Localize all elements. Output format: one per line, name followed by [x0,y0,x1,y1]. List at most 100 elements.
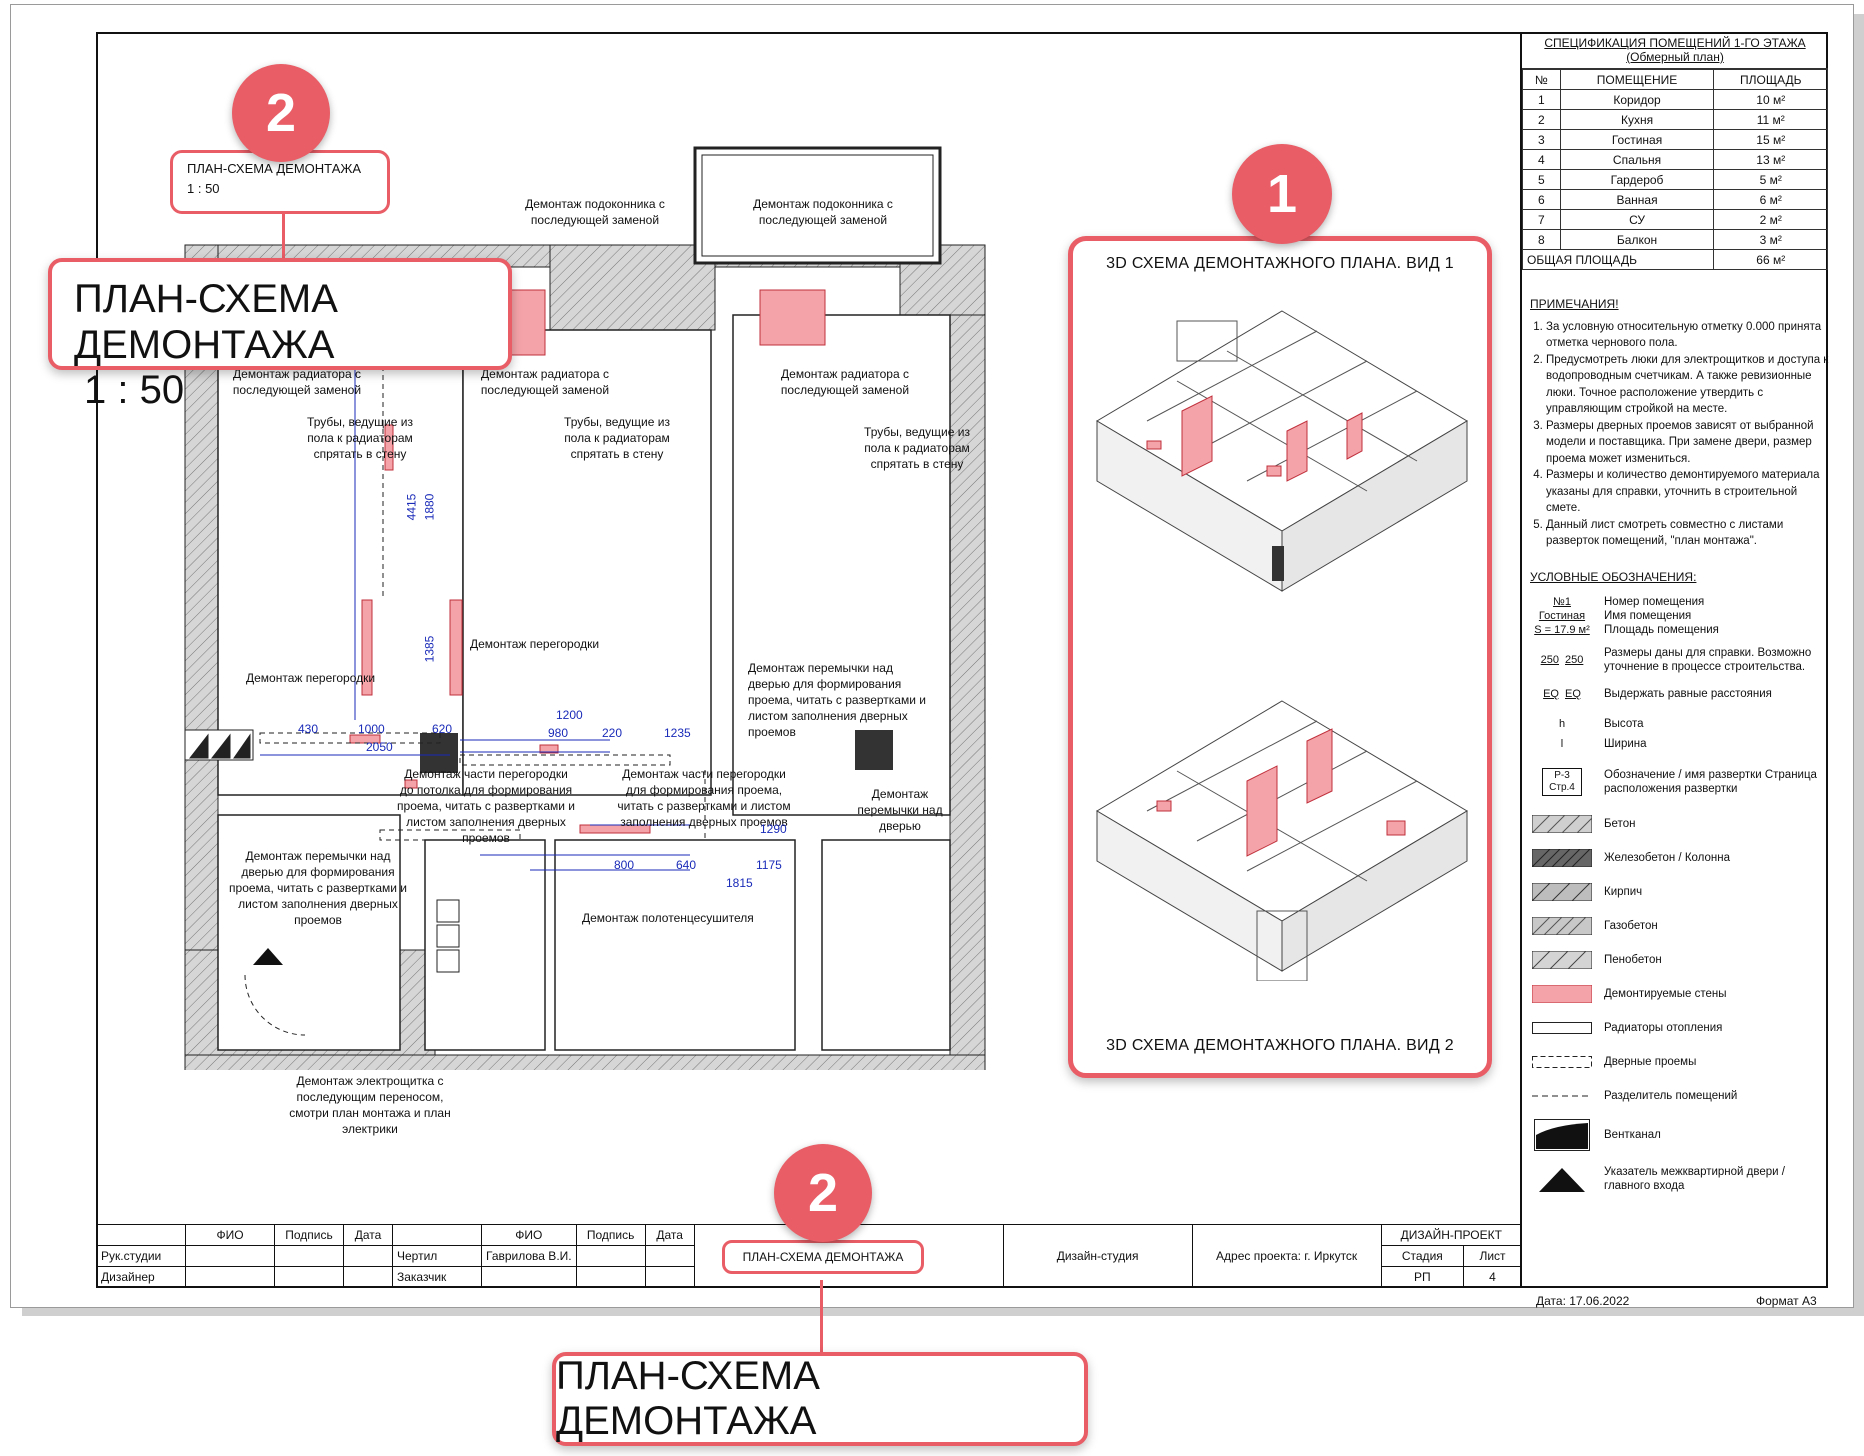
razvertka-symbol: Р-3 Стр.4 [1530,762,1594,802]
dim-2050: 2050 [366,740,393,754]
room-desc: Номер помещения Имя помещения Площадь по… [1604,595,1719,637]
dim-1815: 1815 [726,876,753,890]
tb-studio: Дизайн-студия [1002,1224,1193,1288]
legend-kirpich: Кирпич [1530,880,1830,904]
cell: 15 м² [1713,129,1828,150]
tb-cell [274,1245,344,1267]
legend-razvertka: Р-3 Стр.4 Обозначение / имя развертки Ст… [1530,762,1830,802]
annotation-pipes-3: Трубы, ведущие из пола к радиаторам спря… [864,425,970,471]
radiator-symbol [1530,1017,1594,1039]
razv-sym-a: Р-3 [1554,770,1570,781]
razv-sym-b: Стр.4 [1549,782,1575,793]
cell: 11 м² [1713,109,1828,130]
legend-entry: Указатель межквартирной двери / главного… [1530,1162,1830,1196]
radiator-label: Радиаторы отопления [1604,1022,1723,1034]
spec-total-value: 66 м² [1713,249,1828,270]
penobeton-symbol [1530,949,1594,971]
legend-radiator: Радиаторы отопления [1530,1016,1830,1040]
callout-bottom-title: ПЛАН-СХЕМА ДЕМОНТАЖА [552,1352,1088,1446]
dim-1175: 1175 [756,858,782,872]
annotation-pipes-2: Трубы, ведущие из пола к радиаторам спря… [564,415,670,461]
razv-desc: Обозначение / имя развертки Страница рас… [1604,769,1817,795]
3d-view-2 [1096,700,1468,981]
annotation-towel-rail: Демонтаж полотенцесушителя [582,911,754,925]
divider-symbol [1530,1085,1594,1107]
3d-views-panel: 3D СХЕМА ДЕМОНТАЖНОГО ПЛАНА. ВИД 1 [1068,236,1492,1078]
legend-demolition: Демонтируемые стены [1530,982,1830,1006]
h-symbol: h [1558,718,1566,730]
cell: 5 м² [1713,169,1828,190]
gazobeton-label: Газобетон [1604,920,1658,932]
callout-plan-title-text: ПЛАН-СХЕМА ДЕМОНТАЖА [74,277,338,367]
entry-symbol [1530,1162,1594,1196]
tb-cell [575,1245,646,1267]
eq-sym-b: EQ [1565,688,1581,700]
annotation-lintel-1: Демонтаж перемычки над дверью для формир… [748,661,926,739]
legend-divider: Разделитель помещений [1530,1084,1830,1108]
spec-h-room: ПОМЕЩЕНИЕ [1559,69,1715,90]
spec-header-row: № ПОМЕЩЕНИЕ ПЛОЩАДЬ [1522,69,1828,90]
tb-address: Адрес проекта: г. Иркутск [1191,1224,1382,1288]
legend-zhb: Железобетон / Колонна [1530,846,1830,870]
cell: Ванная [1559,189,1715,210]
dim-1290: 1290 [760,822,787,836]
annotation-lintel-2: Демонтаж перемычки над дверью [857,787,943,833]
room-desc-3: Площадь помещения [1604,624,1719,636]
spec-h-num: № [1522,69,1561,90]
cell: 10 м² [1713,89,1828,110]
tb-r2: Дизайнер [96,1266,186,1288]
cell: Коридор [1559,89,1715,110]
dim-620: 620 [432,722,453,736]
note-item: Предусмотреть люки для электрощитков и д… [1546,352,1830,418]
tb-r1: Рук.студии [96,1245,186,1267]
tb-h-sign-2: Подпись [575,1224,646,1246]
spec-total-label: ОБЩАЯ ПЛОЩАДЬ [1521,249,1715,270]
tb-project: ДИЗАЙН-ПРОЕКТ [1380,1224,1523,1246]
cell: 7 [1522,209,1561,230]
zhb-symbol [1530,847,1594,869]
annotation-sill-2: Демонтаж подоконника с последующей замен… [753,197,893,227]
column-separator [1520,32,1522,1288]
tb-h-fio: ФИО [185,1224,275,1246]
gazobeton-symbol [1530,915,1594,937]
cell: 8 [1522,229,1561,250]
notes: ПРИМЕЧАНИЯ! За условную относительную от… [1530,296,1830,550]
l-desc: Ширина [1604,738,1647,750]
door-symbol [1530,1051,1594,1073]
note-item: Данный лист смотреть совместно с листами… [1546,517,1830,550]
dim-980: 980 [548,726,569,740]
dims-sym-a: 250 [1540,654,1559,666]
legend-h: h Высота [1530,716,1830,732]
vent-label: Вентканал [1604,1129,1661,1141]
tb-cell [343,1266,393,1288]
annotation-radiator-1: Демонтаж радиатора с последующей заменой [232,367,362,397]
dim-1880: 1880 [422,493,437,521]
divider-label: Разделитель помещений [1604,1090,1738,1102]
kirpich-label: Кирпич [1604,886,1643,898]
cell: 13 м² [1713,149,1828,170]
annotation-sill-1: Демонтаж подоконника с последующей замен… [525,197,665,227]
legend: УСЛОВНЫЕ ОБОЗНАЧЕНИЯ: №1 Гостиная S = 17… [1530,570,1830,1206]
tb-cell [575,1266,646,1288]
cell: 1 [1522,89,1561,110]
callout-connector-top [282,214,285,262]
legend-title: УСЛОВНЫЕ ОБОЗНАЧЕНИЯ: [1530,570,1697,584]
note-item: За условную относительную отметку 0.000 … [1546,319,1830,352]
annotation-radiator-3: Демонтаж радиатора с последующей заменой [780,367,910,397]
room-symbol: №1 Гостиная S = 17.9 м² [1530,594,1594,638]
badge-1: 1 [1232,144,1332,244]
dim-800: 800 [614,858,635,872]
annotation-partition-2: Демонтаж перегородки [246,671,376,685]
room-sym-num: №1 [1553,596,1571,608]
room-desc-2: Имя помещения [1604,610,1692,622]
cell: 6 м² [1713,189,1828,210]
note-item: Размеры дверных проемов зависят от выбра… [1546,418,1830,468]
vent-channels [184,729,254,761]
